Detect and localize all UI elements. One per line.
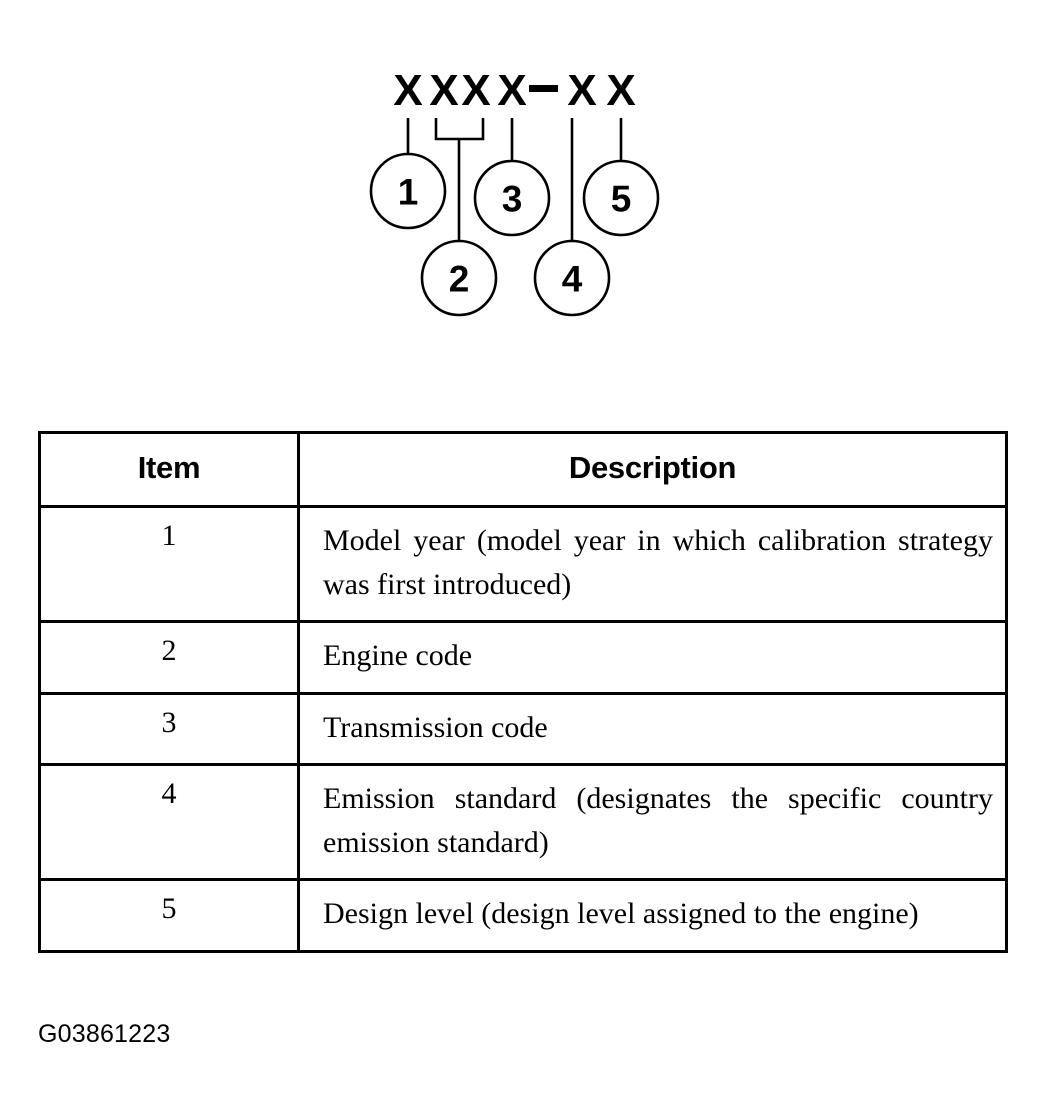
code-char-3: X (461, 66, 490, 115)
table-row: 1 Model year (model year in which calibr… (38, 505, 1008, 623)
code-char-1: X (393, 66, 422, 115)
callout-circle-5 (582, 159, 660, 237)
callout-circles: 1 2 3 4 5 (369, 152, 660, 317)
cell-item-number: 2 (38, 620, 300, 695)
leader-bracket-2 (434, 118, 485, 141)
cell-item-description: Model year (model year in which calibrat… (297, 505, 1008, 623)
table-row: 2 Engine code (38, 620, 1008, 695)
code-char-5: X (567, 66, 596, 115)
code-char-2: X (429, 66, 458, 115)
callout-label-2: 2 (449, 259, 470, 300)
column-header-item: Item (38, 431, 300, 508)
table-row: 5 Design level (design level assigned to… (38, 878, 1008, 953)
leader-lines (406, 118, 623, 241)
callout-circle-1 (369, 152, 447, 230)
callout-diagram: X X X X X X 1 (0, 0, 1044, 400)
callout-circle-4 (533, 239, 611, 317)
callout-label-4: 4 (562, 259, 583, 300)
callout-4: 4 (533, 239, 611, 317)
callout-5: 5 (582, 159, 660, 237)
cell-item-description: Design level (design level assigned to t… (297, 878, 1008, 953)
callout-label-5: 5 (611, 179, 632, 220)
cell-item-number: 5 (38, 878, 300, 953)
callout-label-3: 3 (502, 179, 523, 220)
table-row: 4 Emission standard (designates the spec… (38, 763, 1008, 881)
callout-circle-3 (473, 159, 551, 237)
code-dash-separator (529, 85, 558, 92)
figure-id-label: G03861223 (38, 1020, 171, 1048)
column-header-description: Description (297, 431, 1008, 508)
code-char-6: X (606, 66, 635, 115)
callout-circle-2 (420, 239, 498, 317)
cell-item-number: 4 (38, 763, 300, 881)
callout-label-1: 1 (398, 172, 419, 213)
legend-table: Item Description 1 Model year (model yea… (38, 431, 1008, 953)
cell-item-description: Transmission code (297, 691, 1008, 766)
cell-item-description: Emission standard (designates the specif… (297, 763, 1008, 881)
callout-1: 1 (369, 152, 447, 230)
code-pattern-text: X X X X X X (393, 66, 635, 115)
callout-3: 3 (473, 159, 551, 237)
cell-item-number: 1 (38, 505, 300, 623)
table-row: 3 Transmission code (38, 691, 1008, 766)
cell-item-description: Engine code (297, 620, 1008, 695)
table-body: 1 Model year (model year in which calibr… (38, 505, 1008, 953)
table-header-row: Item Description (38, 431, 1008, 508)
cell-item-number: 3 (38, 691, 300, 766)
code-char-4: X (497, 66, 526, 115)
callout-diagram-svg: X X X X X X 1 (369, 66, 660, 317)
callout-2: 2 (420, 239, 498, 317)
